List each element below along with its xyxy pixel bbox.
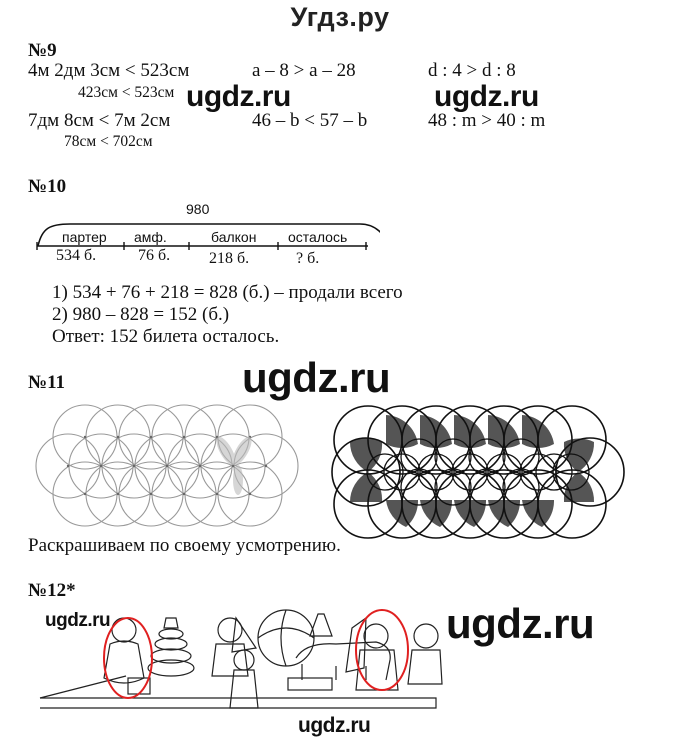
segment-value-ostalos: ? б. — [296, 250, 320, 267]
segment-label-balkon: балкон — [211, 229, 257, 245]
task-9-row2-col2: 46 – b < 57 – b — [252, 110, 368, 131]
task-9-row2-col1: 7дм 8см < 7м 2см — [28, 110, 171, 131]
task-11-caption: Раскрашиваем по своему усмотрению. — [28, 535, 341, 556]
task-10-number: №10 — [28, 176, 67, 197]
task-9-number: №9 — [28, 40, 57, 61]
task-9-row2-sub: 78см < 702см — [64, 133, 153, 150]
toys-shelf-illustration — [39, 609, 443, 709]
watermark: ugdz.ru — [186, 80, 291, 113]
segment-value-amf: 76 б. — [138, 247, 171, 264]
site-title: Угдз.ру — [290, 2, 390, 32]
segment-value-balkon: 218 б. — [209, 250, 250, 267]
watermark: ugdz.ru — [242, 354, 391, 401]
circle-grid-shaded — [331, 405, 625, 539]
segment-diagram — [36, 223, 380, 250]
watermark: ugdz.ru — [298, 714, 371, 737]
answer: Ответ: 152 билета осталось. — [52, 326, 280, 347]
segment-label-ostalos: осталось — [288, 229, 348, 245]
segment-label-amf: амф. — [134, 229, 167, 245]
task-9-row1-col3: d : 4 > d : 8 — [428, 60, 516, 81]
segment-label-parter: партер — [62, 229, 107, 245]
task-9-row1-col1: 4м 2дм 3см < 523см — [28, 60, 190, 81]
task-11-number: №11 — [28, 372, 66, 393]
segment-value-parter: 534 б. — [56, 247, 97, 264]
solution-step-1: 1) 534 + 76 + 218 = 828 (б.) – продали в… — [52, 282, 403, 303]
watermark: ugdz.ru — [45, 610, 111, 631]
watermark: ugdz.ru — [446, 600, 595, 647]
diagram-total: 980 — [186, 201, 210, 217]
task-9-row2-col3: 48 : m > 40 : m — [428, 110, 546, 131]
task-12-number: №12* — [28, 580, 76, 601]
solution-step-2: 2) 980 – 828 = 152 (б.) — [52, 304, 230, 325]
task-9-row1-col2: a – 8 > a – 28 — [252, 60, 356, 81]
task-9-row1-sub: 423см < 523см — [78, 84, 175, 101]
circle-grid-pencil — [35, 404, 299, 527]
watermark: ugdz.ru — [434, 80, 539, 113]
